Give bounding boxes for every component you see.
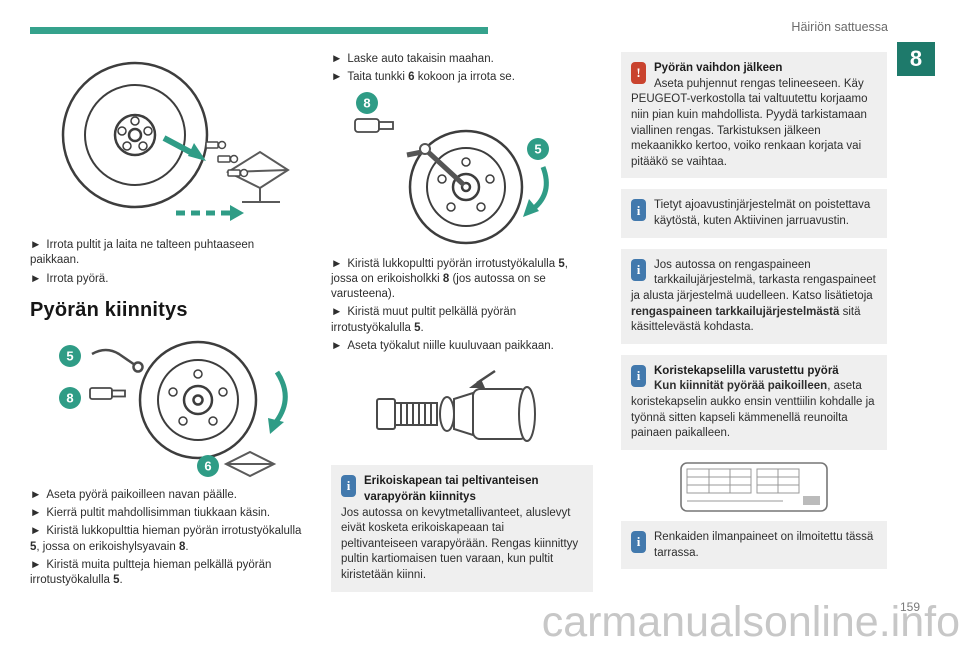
bullet-arrow: ►: [331, 339, 343, 352]
step-item: ►Kiristä muita pultteja hieman pelkällä …: [30, 558, 302, 589]
lock-bolt-illustration: 8 5: [354, 91, 549, 244]
step-text: Aseta työkalut niille kuuluvaan paikkaan…: [347, 339, 554, 352]
bullet-arrow: ►: [30, 525, 42, 538]
step-item: ► Kierrä pultit mahdollisimman tiukkaan k…: [30, 506, 302, 521]
box-title: Koristekapselilla varustettu pyörä: [654, 364, 839, 377]
wheel-bolt-cap-illustration: [376, 370, 536, 443]
step-item: ► Aseta pyörä paikoilleen navan päälle.: [30, 488, 302, 503]
column-middle: ► Laske auto takaisin maahan. ► Taita tunk…: [331, 52, 593, 603]
box-body: Jos autossa on kevytmetallivanteet, alus…: [341, 506, 579, 582]
box-body: Jos autossa on rengaspaineen tarkkailujä…: [631, 258, 876, 334]
step-text: Irrota pultit ja laita ne talteen puhtaa…: [30, 239, 255, 267]
box-text: Renkaiden ilmanpaineet on ilmoitettu täs…: [631, 530, 877, 561]
accent-top-bar: [30, 27, 488, 34]
watermark: carmanualsonline.info: [541, 598, 960, 646]
column-left: ►Irrota pultit ja laita ne talteen puhta…: [30, 48, 302, 592]
box-body: Tietyt ajoavustinjärjestelmät on poistet…: [654, 199, 871, 227]
figure-lock-bolt-tightening: 8 5: [331, 89, 593, 249]
info-box-trim-cap: i Koristekapselilla varustettu pyörä Kun…: [621, 354, 887, 450]
box-text: Pyörän vaihdon jälkeen Aseta puhjennut r…: [631, 61, 877, 170]
box-body: Renkaiden ilmanpaineet on ilmoitettu täs…: [654, 530, 874, 559]
callout-6-badge: 6: [204, 458, 211, 473]
figure-wheel-mounting: 5 8 6: [30, 330, 302, 480]
step-text: Taita tunkki 6 kokoon ja irrota se.: [347, 71, 515, 84]
info-icon: i: [341, 475, 356, 498]
step-item: ►Kiristä lukkopultti pyörän irrotustyöka…: [331, 257, 593, 303]
box-title: Pyörän vaihdon jälkeen: [654, 62, 783, 74]
figure-wheel-bolt-cap: [331, 357, 593, 457]
step-text: Laske auto takaisin maahan.: [347, 53, 494, 65]
info-box-tyre-pressure-monitoring: i Jos autossa on rengaspaineen tarkkailu…: [621, 248, 887, 344]
step-item: ► Aseta työkalut niille kuuluvaan paikkaa…: [331, 339, 593, 354]
callout-8-badge: 8: [363, 95, 370, 110]
step-item: ►Kiristä lukkopulttia hieman pyörän irro…: [30, 524, 302, 555]
box-body: Kun kiinnität pyörää paikoilleen, aseta …: [631, 380, 875, 440]
step-item: ►Irrota pultit ja laita ne talteen puhta…: [30, 238, 302, 269]
box-text: Tietyt ajoavustinjärjestelmät on poistet…: [631, 198, 877, 229]
step-text: Kierrä pultit mahdollisimman tiukkaan kä…: [46, 507, 271, 520]
bullet-arrow: ►: [30, 239, 42, 251]
page-number: 159: [899, 600, 920, 614]
bullet-arrow: ►: [331, 53, 343, 65]
step-item: ► Laske auto takaisin maahan.: [331, 52, 593, 67]
step-text: Kiristä muut pultit pelkällä pyörän irro…: [331, 306, 517, 334]
info-icon: i: [631, 258, 646, 281]
warning-box-after-wheel-change: ! Pyörän vaihdon jälkeen Aseta puhjennut…: [621, 52, 887, 179]
figure-wheel-removal: [30, 50, 302, 230]
box-title: Erikoiskapean tai peltivanteisen varapyö…: [364, 475, 539, 503]
running-header: Häiriön sattuessa: [791, 20, 888, 34]
box-text: Jos autossa on rengaspaineen tarkkailujä…: [631, 258, 877, 336]
bullet-arrow: ►: [30, 558, 42, 571]
info-icon: i: [631, 199, 646, 222]
info-box-pressure-sticker: i Renkaiden ilmanpaineet on ilmoitettu t…: [621, 520, 887, 570]
figure-tyre-pressure-label: [621, 461, 887, 513]
box-body: Aseta puhjennut rengas telineeseen. Käy …: [631, 77, 868, 168]
bullet-arrow: ►: [30, 488, 42, 501]
column-right: ! Pyörän vaihdon jälkeen Aseta puhjennut…: [621, 52, 887, 580]
bullet-arrow: ►: [331, 257, 343, 270]
callout-5-badge: 5: [66, 348, 73, 363]
bullet-arrow: ►: [331, 71, 343, 84]
box-text: Koristekapselilla varustettu pyörä Kun k…: [631, 364, 877, 442]
warning-icon: !: [631, 62, 646, 84]
section-heading: Pyörän kiinnitys: [30, 298, 188, 321]
bullet-arrow: ►: [331, 306, 343, 319]
callout-5-badge: 5: [534, 141, 541, 156]
bullet-arrow: ►: [30, 507, 42, 520]
tyre-pressure-label-illustration: [680, 462, 828, 512]
info-box-spare-wheel: i Erikoiskapean tai peltivanteisen varap…: [331, 465, 593, 592]
step-text: Irrota pyörä.: [46, 272, 109, 285]
step-item: ► Taita tunkki 6 kokoon ja irrota se.: [331, 70, 593, 85]
step-text: Kiristä muita pultteja hieman pelkällä p…: [30, 558, 272, 587]
wheel-removal-illustration: [61, 61, 290, 221]
info-icon: i: [631, 530, 646, 553]
info-box-driver-aids: i Tietyt ajoavustinjärjestelmät on poist…: [621, 189, 887, 238]
step-text: Kiristä lukkopultti pyörän irrotustyökal…: [331, 257, 568, 301]
bullet-arrow: ►: [30, 272, 42, 285]
wheel-mounting-illustration: 5 8 6: [59, 340, 288, 477]
chapter-tab: 8: [897, 42, 935, 76]
step-text: Kiristä lukkopulttia hieman pyörän irrot…: [30, 525, 302, 553]
info-icon: i: [631, 364, 646, 387]
callout-8-badge: 8: [66, 390, 73, 405]
step-item: ► Irrota pyörä.: [30, 272, 302, 287]
box-text: Erikoiskapean tai peltivanteisen varapyö…: [341, 474, 583, 583]
step-item: ►Kiristä muut pultit pelkällä pyörän irr…: [331, 305, 593, 336]
step-text: Aseta pyörä paikoilleen navan päälle.: [46, 488, 237, 501]
